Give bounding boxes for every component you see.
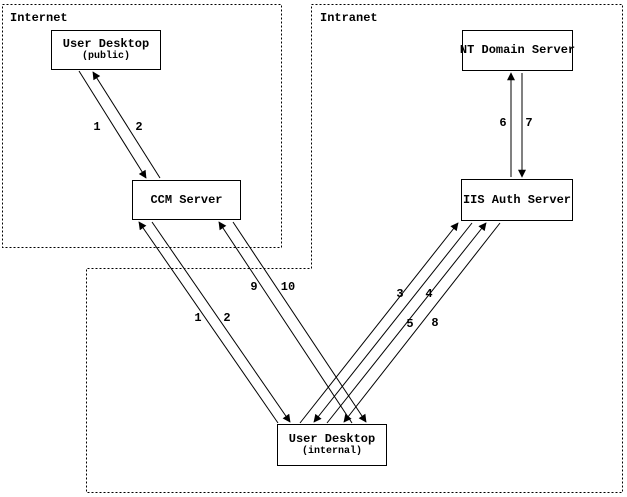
- node-user-desktop-internal-label: User Desktop: [288, 432, 376, 446]
- arrow-line-5-internal-to-iis: [326, 222, 487, 424]
- node-iis-auth-server-label: IIS Auth Server: [462, 192, 572, 207]
- arrow-label-1-internal-to-ccm: 1: [194, 311, 202, 325]
- arrow-line-3-internal-to-iis: [299, 222, 459, 424]
- node-user-desktop-public: User Desktop (public): [51, 30, 161, 70]
- arrow-label-10-ccm-to-internal: 10: [280, 280, 296, 294]
- arrow-line-1-internal-to-ccm: [138, 221, 279, 424]
- arrow-line-10-ccm-to-internal: [232, 221, 367, 423]
- node-nt-domain-server-label: NT Domain Server: [459, 43, 576, 57]
- internet-zone-label: Internet: [10, 11, 68, 25]
- arrow-line-1-public-to-ccm: [78, 70, 147, 179]
- arrow-line-4-iis-to-internal: [313, 222, 473, 423]
- arrow-line-2-ccm-to-internal: [151, 221, 291, 423]
- node-ccm-server: CCM Server: [132, 180, 241, 220]
- arrow-line-2-ccm-to-public: [92, 71, 161, 179]
- node-user-desktop-public-sublabel: (public): [81, 51, 130, 62]
- node-iis-auth-server: IIS Auth Server: [461, 179, 573, 221]
- intranet-zone-outline: [86, 4, 623, 493]
- arrow-label-2-ccm-to-internal: 2: [223, 311, 231, 325]
- arrow-line-8-iis-to-internal: [343, 222, 501, 423]
- node-nt-domain-server: NT Domain Server: [459, 30, 576, 71]
- arrow-label-5-internal-to-iis: 5: [406, 317, 414, 331]
- arrow-line-9-internal-to-ccm: [218, 221, 353, 424]
- arrow-label-2-ccm-to-public: 2: [135, 120, 143, 134]
- node-ccm-server-label: CCM Server: [150, 192, 223, 207]
- arrow-label-3-internal-to-iis: 3: [396, 287, 404, 301]
- arrow-label-6-iis-to-nt: 6: [499, 116, 507, 130]
- node-user-desktop-internal-sublabel: (internal): [301, 446, 362, 457]
- internet-zone-outline: [2, 4, 282, 248]
- arrow-label-9-internal-to-ccm: 9: [250, 280, 258, 294]
- node-user-desktop-public-label: User Desktop: [62, 37, 150, 51]
- arrow-label-4-iis-to-internal: 4: [425, 287, 433, 301]
- arrow-label-1-public-to-ccm: 1: [93, 120, 101, 134]
- arrow-label-7-nt-to-iis: 7: [525, 116, 533, 130]
- node-user-desktop-internal: User Desktop (internal): [277, 424, 387, 466]
- arrow-label-8-iis-to-internal: 8: [431, 316, 439, 330]
- intranet-zone-label: Intranet: [320, 11, 378, 25]
